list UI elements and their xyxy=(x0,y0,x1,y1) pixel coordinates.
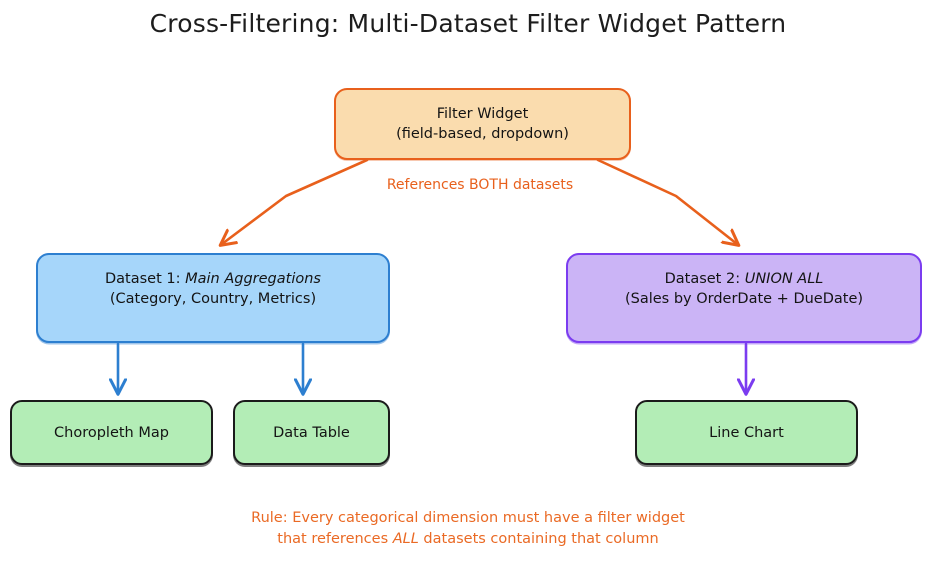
node-line-chart[interactable]: Line Chart xyxy=(635,400,858,465)
node-dataset-2-line2: (Sales by OrderDate + DueDate) xyxy=(624,291,864,307)
node-dataset-1-label: Dataset 1: Main Aggregations (Category, C… xyxy=(105,269,321,309)
footer-rule-line2-suffix: datasets containing that column xyxy=(418,531,659,547)
footer-rule-line2-prefix: that references xyxy=(277,531,393,547)
node-dataset-1-line2: (Category, Country, Metrics) xyxy=(109,291,317,307)
node-dataset-1-line1-prefix: Dataset 1: xyxy=(105,271,186,287)
node-data-table[interactable]: Data Table xyxy=(233,400,390,465)
node-dataset-2-line1-emphasis: UNION ALL xyxy=(744,271,824,287)
node-filter-widget-line2: (field-based, dropdown) xyxy=(396,126,569,142)
diagram-title: Cross-Filtering: Multi-Dataset Filter Wi… xyxy=(149,9,787,38)
node-filter-widget-line1: Filter Widget xyxy=(436,106,529,122)
edge-label-references-both-datasets: References BOTH datasets xyxy=(386,177,574,193)
node-filter-widget[interactable]: Filter Widget (field-based, dropdown) xyxy=(334,88,631,160)
footer-rule-note: Rule: Every categorical dimension must h… xyxy=(168,508,768,550)
footer-rule-line2-emphasis: ALL xyxy=(392,531,419,547)
node-filter-widget-label: Filter Widget (field-based, dropdown) xyxy=(396,104,569,144)
edge-filter-to-dataset1 xyxy=(222,158,369,244)
node-data-table-label: Data Table xyxy=(273,424,350,441)
node-line-chart-label: Line Chart xyxy=(709,424,784,441)
edge-filter-to-dataset2 xyxy=(596,158,737,244)
node-dataset-1[interactable]: Dataset 1: Main Aggregations (Category, C… xyxy=(36,253,390,343)
footer-rule-line1: Rule: Every categorical dimension must h… xyxy=(251,510,685,526)
node-dataset-2[interactable]: Dataset 2: UNION ALL (Sales by OrderDate … xyxy=(566,253,922,343)
node-choropleth-map[interactable]: Choropleth Map xyxy=(10,400,213,465)
node-choropleth-map-label: Choropleth Map xyxy=(54,424,169,441)
node-dataset-1-line1-emphasis: Main Aggregations xyxy=(185,271,321,287)
node-dataset-2-label: Dataset 2: UNION ALL (Sales by OrderDate … xyxy=(625,269,863,309)
node-dataset-2-line1-prefix: Dataset 2: xyxy=(664,271,745,287)
